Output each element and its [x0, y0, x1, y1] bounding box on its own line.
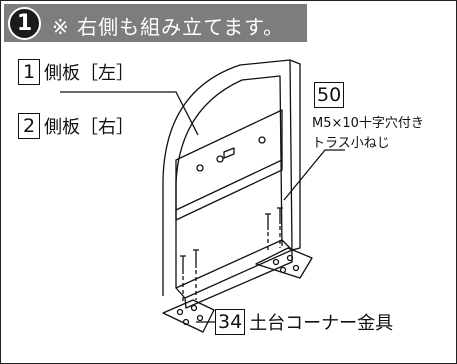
hardware-name-line2: トラス小ねじ — [312, 136, 390, 151]
side-panel-right-post — [289, 59, 301, 251]
panel-rail-lower — [184, 250, 293, 309]
corner-bracket-right — [255, 247, 313, 279]
screws-upper — [265, 207, 283, 230]
corner-bracket-left — [162, 299, 215, 333]
step-title: ※ 右側も組み立てます。 — [52, 15, 285, 39]
part-name: 土台コーナー金具 — [249, 313, 394, 334]
leader-part1 — [60, 91, 199, 136]
leader-part50 — [283, 149, 345, 201]
part-name: 側板［右］ — [44, 117, 134, 138]
part-label-50: 50 — [314, 82, 348, 108]
side-panel-left-inner — [175, 75, 283, 288]
part-name: 側板［左］ — [44, 63, 134, 84]
part-number-box: 50 — [314, 82, 345, 108]
hardware-name-line1: M5×10十字穴付き — [312, 116, 424, 131]
side-panel-left-outer — [162, 59, 293, 296]
screws-lower — [180, 249, 199, 274]
step-number-badge: 1 — [8, 7, 41, 40]
step-banner: 1 ※ 右側も組み立てます。 — [4, 4, 307, 42]
cross-plate-lip — [175, 160, 283, 221]
part-number-box: 1 — [18, 59, 40, 85]
part-number-box: 34 — [215, 309, 246, 335]
part-number-box: 2 — [18, 113, 40, 139]
